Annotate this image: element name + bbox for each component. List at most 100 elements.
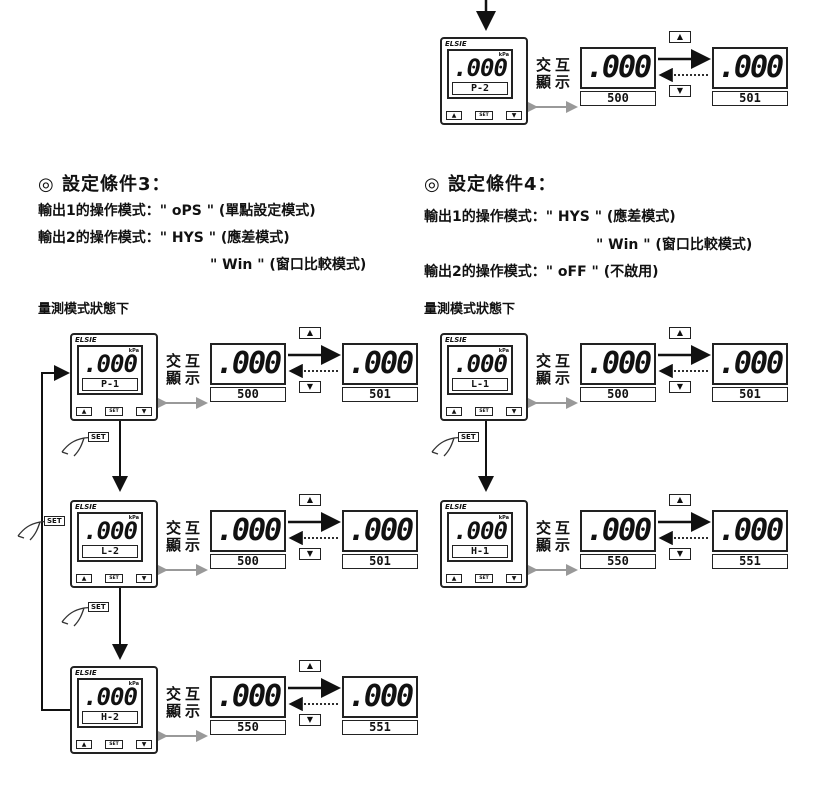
down-button[interactable]: ▼: [136, 740, 152, 749]
down-button[interactable]: ▼: [506, 574, 522, 583]
down-key-icon: ▼: [669, 381, 691, 393]
condition3-title: ◎ 設定條件3：: [38, 174, 171, 195]
alternate-display-label: 交互顯示: [164, 520, 204, 554]
device-logo: ELSIE: [75, 503, 97, 511]
condition4-line-3: 輸出2的操作模式：" oFF " (不啟用): [424, 264, 659, 280]
device-unit: kPa: [498, 348, 509, 354]
setpoint-display-1: .000: [580, 343, 656, 385]
setpoint-value-1: 500: [210, 387, 286, 402]
device-buttons: ▲ SET ▼: [446, 111, 522, 121]
hand-set-1: SET: [60, 428, 116, 458]
controller-device: ELSIE kPa .000 L-1 ▲ SET ▼: [440, 333, 528, 421]
device-logo: ELSIE: [445, 40, 467, 48]
up-key-icon: ▲: [299, 327, 321, 339]
set-button[interactable]: SET: [105, 574, 123, 583]
setpoint-display-2: .000: [342, 676, 418, 718]
down-button[interactable]: ▼: [136, 407, 152, 416]
alternate-display-label: 交互顯示: [534, 520, 574, 554]
up-button[interactable]: ▲: [446, 574, 462, 583]
device-screen: kPa .000 L-2: [77, 512, 143, 562]
setpoint-display-1: .000: [580, 510, 656, 552]
down-button[interactable]: ▼: [506, 111, 522, 120]
device-screen: kPa .000 L-1: [447, 345, 513, 395]
alt-char: 顯: [165, 702, 181, 720]
setpoint-value-1: 500: [210, 554, 286, 569]
hand-set-label: SET: [458, 432, 479, 442]
device-buttons: ▲ SET ▼: [446, 574, 522, 584]
device-unit: kPa: [128, 681, 139, 687]
alt-char: 互: [184, 352, 200, 370]
device-value: .000: [83, 517, 138, 545]
up-button[interactable]: ▲: [446, 111, 462, 120]
up-button[interactable]: ▲: [76, 407, 92, 416]
alt-char: 互: [184, 519, 200, 537]
alt-char: 交: [165, 519, 181, 537]
condition3-measure-label: 量測模式狀態下: [38, 302, 130, 317]
setpoint-display-2: .000: [342, 343, 418, 385]
down-button[interactable]: ▼: [506, 407, 522, 416]
hand-set-2: SET: [60, 598, 116, 628]
device-buttons: ▲ SET ▼: [76, 407, 152, 417]
pointing-hand-icon: [431, 435, 477, 457]
up-key-icon: ▲: [669, 327, 691, 339]
setpoint-value-1: 500: [580, 91, 656, 106]
setpoint-value-2: 551: [342, 720, 418, 735]
alt-char: 示: [184, 369, 200, 387]
setpoint-value-2: 551: [712, 554, 788, 569]
device-buttons: ▲ SET ▼: [76, 574, 152, 584]
alt-char: 示: [184, 702, 200, 720]
hand-set-4: SET: [430, 428, 486, 458]
device-screen: kPa .000 P-2: [447, 49, 513, 99]
device-unit: kPa: [498, 515, 509, 521]
device-screen: kPa .000 P-1: [77, 345, 143, 395]
set-button[interactable]: SET: [105, 407, 123, 416]
setpoint-value-1: 500: [580, 387, 656, 402]
set-button[interactable]: SET: [475, 407, 493, 416]
up-button[interactable]: ▲: [446, 407, 462, 416]
device-buttons: ▲ SET ▼: [76, 740, 152, 750]
setpoint-display-2: .000: [712, 510, 788, 552]
hand-set-label: SET: [88, 602, 109, 612]
down-key-icon: ▼: [669, 548, 691, 560]
device-value: .000: [453, 350, 508, 378]
controller-device: ELSIE kPa .000 P-1 ▲ SET ▼: [70, 333, 158, 421]
setpoint-value-2: 501: [712, 387, 788, 402]
hand-set-label: SET: [44, 516, 65, 526]
up-key-icon: ▲: [669, 31, 691, 43]
down-button[interactable]: ▼: [136, 574, 152, 583]
up-button[interactable]: ▲: [76, 740, 92, 749]
down-key-icon: ▼: [299, 548, 321, 560]
pointing-hand-icon: [17, 519, 63, 541]
condition3-line-1: 輸出1的操作模式：" oPS " (單點設定模式): [38, 203, 316, 219]
alt-char: 示: [184, 536, 200, 554]
condition4-line-1: 輸出1的操作模式：" HYS " (應差模式): [424, 209, 676, 225]
device-mode: L-2: [82, 545, 138, 558]
device-unit: kPa: [498, 52, 509, 58]
up-button[interactable]: ▲: [76, 574, 92, 583]
device-mode: P-1: [82, 378, 138, 391]
set-button[interactable]: SET: [105, 740, 123, 749]
pointing-hand-icon: [61, 435, 107, 457]
device-logo: ELSIE: [445, 503, 467, 511]
condition3-line-3: " Win " (窗口比較模式): [210, 257, 367, 273]
device-logo: ELSIE: [75, 336, 97, 344]
alt-char: 交: [165, 352, 181, 370]
device-value: .000: [453, 54, 508, 82]
device-unit: kPa: [128, 348, 139, 354]
alternate-display-label: 交互顯示: [164, 686, 204, 720]
condition3-line-2: 輸出2的操作模式：" HYS " (應差模式): [38, 230, 290, 246]
alt-char: 顯: [535, 73, 551, 91]
alt-char: 交: [165, 685, 181, 703]
set-button[interactable]: SET: [475, 111, 493, 120]
alt-char: 示: [554, 536, 570, 554]
flow-return-arrow: [41, 365, 70, 711]
setpoint-display-2: .000: [342, 510, 418, 552]
set-button[interactable]: SET: [475, 574, 493, 583]
controller-device: ELSIE kPa .000 L-2 ▲ SET ▼: [70, 500, 158, 588]
setpoint-display-2: .000: [712, 47, 788, 89]
setpoint-display-1: .000: [210, 676, 286, 718]
alt-char: 互: [554, 56, 570, 74]
alt-char: 交: [535, 352, 551, 370]
setpoint-value-1: 550: [580, 554, 656, 569]
